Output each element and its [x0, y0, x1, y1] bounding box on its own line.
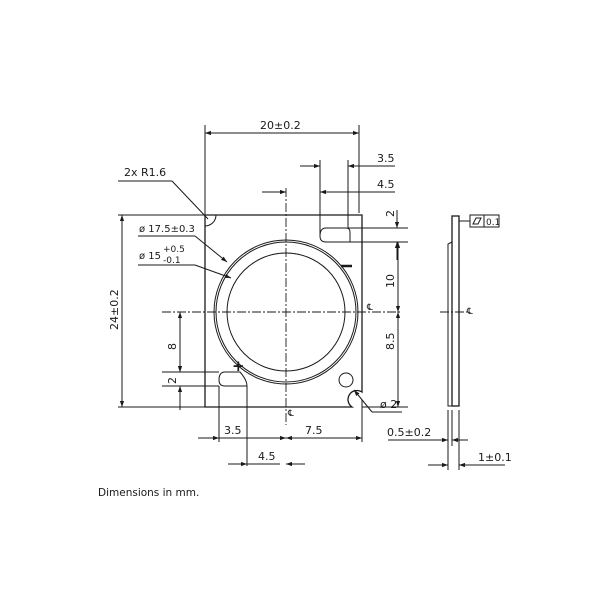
dim-hole-diameter: ø 2: [380, 398, 397, 411]
dim-outer-diameter: ø 17.5±0.3: [139, 224, 195, 235]
dim-center-to-bottom: 8.5: [384, 333, 397, 351]
dim-inner-diameter-tol-upper: +0.5: [163, 245, 185, 255]
dim-substrate-thickness: 0.5±0.2: [387, 426, 431, 439]
dim-width: 20±0.2: [260, 119, 301, 132]
centerline-symbol-bottom: ℄: [287, 409, 294, 419]
dim-top-pad-outer: 4.5: [377, 178, 395, 191]
dim-height: 24±0.2: [108, 289, 121, 330]
dim-bottom-pad-inner: 3.5: [224, 424, 242, 437]
dim-top-pad-inner: 3.5: [377, 152, 395, 165]
plus-marker: +: [232, 357, 245, 375]
mounting-hole: [338, 372, 354, 388]
flatness-tolerance: 0.1: [486, 218, 500, 228]
dim-inner-diameter-tol-lower: -0.1: [163, 256, 181, 266]
pad-bottom: [218, 371, 248, 387]
dim-center-to-top-pad: 10: [384, 274, 397, 288]
side-centerline-symbol: ℄: [466, 307, 473, 317]
dim-bottom-pad-height: 2: [166, 377, 179, 384]
dim-corner-radius: 2x R1.6: [124, 166, 166, 179]
dim-bottom-pad-outer: 4.5: [258, 450, 276, 463]
units-note: Dimensions in mm.: [98, 487, 200, 499]
dim-top-pad-height: 2: [384, 210, 397, 217]
dim-inner-diameter: ø 15: [139, 251, 161, 262]
flatness-icon: [472, 217, 482, 225]
centerline-symbol-right: ℄: [366, 303, 373, 313]
dim-total-thickness: 1±0.1: [478, 451, 512, 464]
pad-top: [319, 227, 351, 243]
dim-center-to-bottom-pad: 8: [166, 343, 179, 350]
board-outline: [204, 214, 363, 408]
side-view: ℄: [440, 215, 473, 407]
dim-center-to-right: 7.5: [305, 424, 323, 437]
